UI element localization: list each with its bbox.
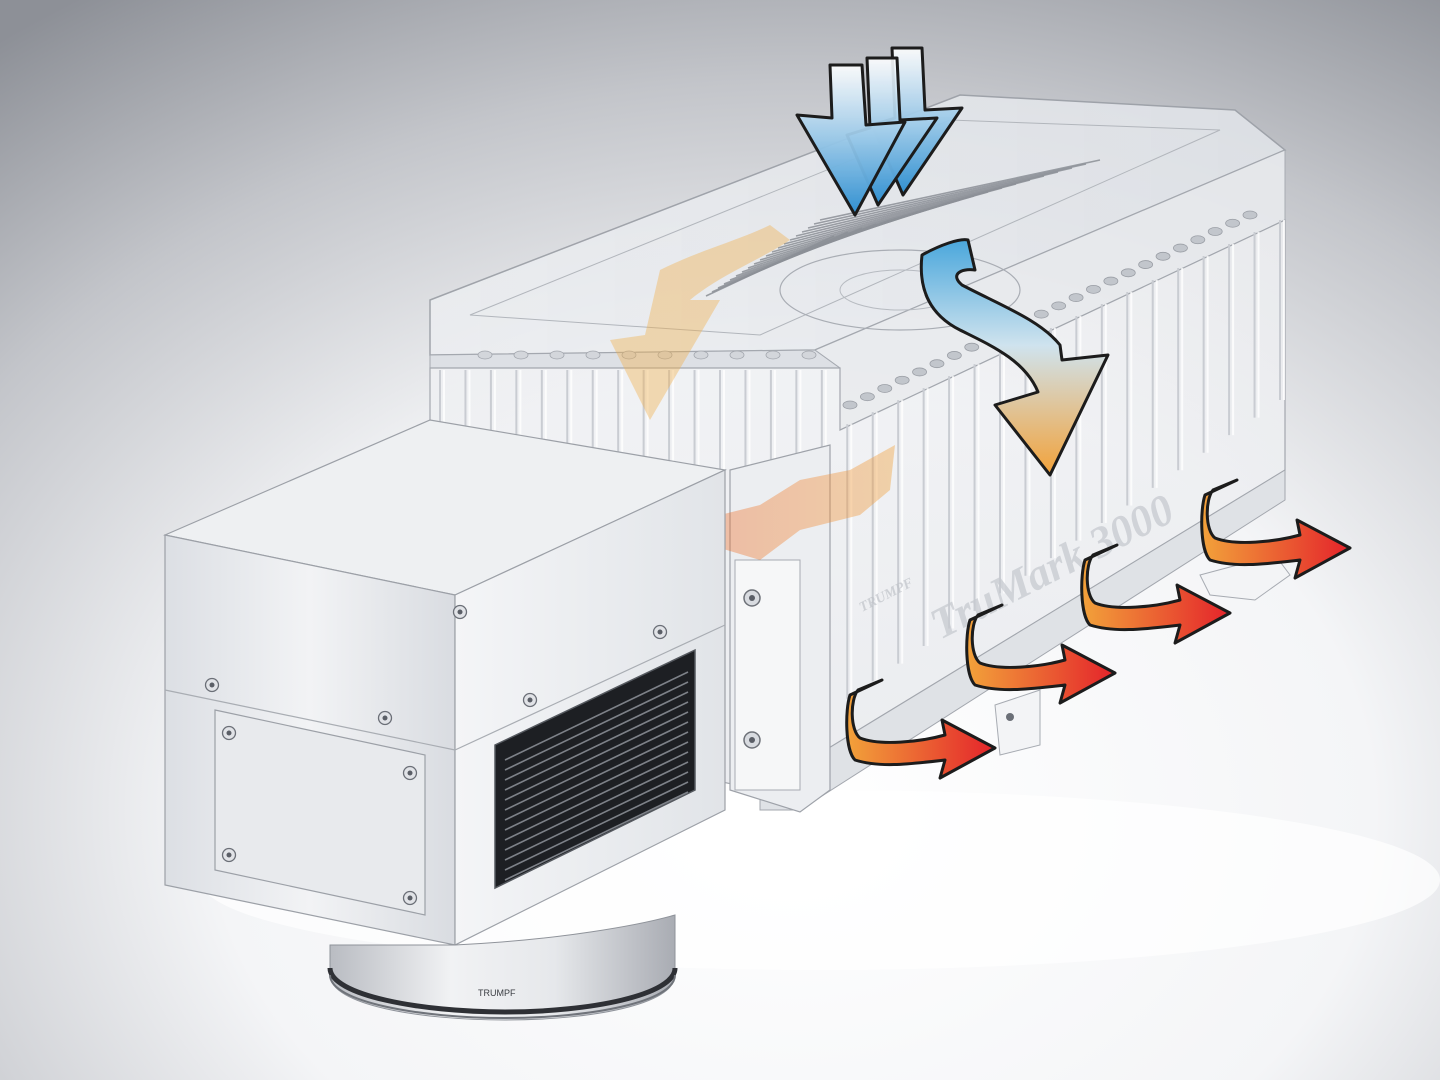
mounting-hole	[1006, 713, 1014, 721]
fin-opening	[912, 367, 927, 377]
vent-slat	[504, 781, 689, 871]
vent-slat	[504, 691, 689, 781]
vent-slat	[504, 731, 689, 821]
vent-slat	[504, 681, 689, 771]
fin-opening	[729, 350, 745, 360]
fin-opening	[657, 350, 673, 360]
internal-airflow-path	[410, 225, 895, 628]
fin-opening	[693, 350, 709, 360]
vent-slats	[504, 671, 689, 881]
fin-opening	[1033, 309, 1049, 319]
vent-slat	[504, 701, 689, 791]
vent-slat	[504, 721, 689, 811]
fin-opening	[946, 351, 962, 360]
cool-air-intake-arrow	[795, 63, 907, 217]
fin-opening	[1242, 210, 1258, 220]
grille-slat	[813, 163, 1087, 225]
fin-opening	[621, 350, 637, 360]
vent-slat	[504, 711, 689, 801]
fin-opening	[1138, 260, 1154, 269]
fin-opening	[1155, 251, 1171, 261]
grille-slat	[819, 159, 1101, 221]
hot-air-exhaust-arrow	[1080, 543, 1232, 645]
fin-opening	[801, 350, 817, 360]
warm-airflow-arrow	[919, 238, 1110, 477]
fin-opening	[1225, 218, 1241, 228]
fin-opening	[1173, 243, 1188, 253]
fin-opening	[1068, 293, 1084, 303]
fin-opening	[549, 350, 565, 360]
grille-slat	[705, 235, 835, 297]
cool-air-intake-arrows	[795, 46, 964, 217]
hot-air-exhaust-arrow	[1200, 478, 1352, 580]
lens-mount: TRUMPF	[327, 914, 678, 1021]
fin-opening	[1103, 276, 1119, 286]
grille-slat	[801, 171, 1059, 233]
fin-opening	[1051, 301, 1067, 311]
hot-air-exhaust-arrow	[965, 603, 1117, 705]
fin-opening	[513, 350, 529, 360]
grille-slat	[807, 167, 1073, 229]
fin-opening	[929, 359, 945, 369]
vent-slat	[504, 761, 689, 851]
fin-opening	[765, 350, 781, 360]
fin-opening	[585, 350, 601, 360]
fin-opening	[1086, 284, 1101, 294]
hot-air-exhaust-arrow	[845, 678, 997, 780]
fin-opening	[842, 400, 858, 410]
vent-slat	[504, 671, 689, 761]
mounting-foot	[994, 689, 1041, 756]
front-vent-grille	[494, 648, 696, 890]
top-vent-grille	[705, 159, 1101, 297]
lens-ring-text: TRUMPF	[478, 988, 516, 998]
vent-slat	[504, 741, 689, 831]
fin-opening	[877, 384, 893, 393]
fin-opening	[477, 350, 493, 360]
scanner-head-box	[163, 419, 728, 946]
fin-opening	[1120, 268, 1136, 278]
fin-opening	[859, 392, 875, 402]
front-screws	[204, 604, 668, 906]
fin-opening	[1190, 235, 1206, 245]
vent-slat	[504, 791, 689, 881]
front-cover-plate	[214, 709, 426, 916]
fin-opening	[894, 375, 910, 385]
fin-opening	[1207, 227, 1223, 236]
hot-air-exhaust-arrows	[845, 478, 1352, 780]
vent-slat	[504, 771, 689, 861]
grille-slat	[795, 175, 1045, 237]
fin-opening	[964, 342, 980, 352]
vent-slat	[504, 751, 689, 841]
